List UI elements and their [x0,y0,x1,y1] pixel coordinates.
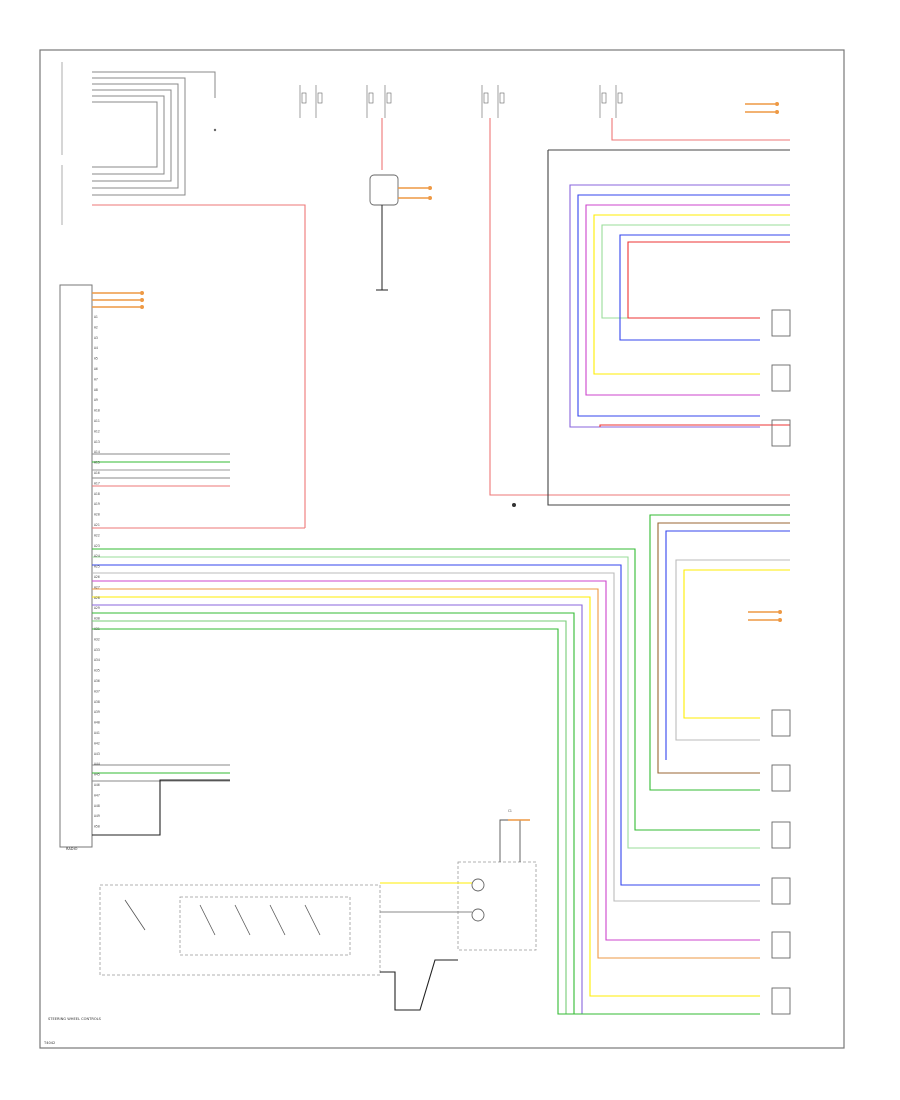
main-unit-pin: A18 [94,492,100,496]
diagram-frame [39,49,845,1049]
main-unit-pin: A35 [94,669,100,673]
main-unit-pin: A30 [94,617,100,621]
speaker-lf [771,309,791,337]
main-unit-pin: A3 [94,336,98,340]
main-unit-pin: A10 [94,409,100,413]
main-unit-pin: A33 [94,648,100,652]
power-sources [299,85,623,118]
main-unit-pin: A44 [94,762,100,766]
main-unit-wires [92,453,760,1015]
main-unit-pin: A23 [94,544,100,548]
fuse-1 [299,85,323,118]
main-unit-pin: A47 [94,793,100,797]
speaker-rr [771,764,791,792]
main-unit-pin: A31 [94,627,100,631]
speaker-rf [771,419,791,447]
right-lower-group [649,514,791,1015]
speaker-rs [771,987,791,1015]
fuse-3 [481,85,505,118]
main-unit-pin: A19 [94,502,100,506]
main-unit-pin: A42 [94,741,100,745]
center-bus [489,118,790,507]
main-unit-pin: A32 [94,637,100,641]
main-unit-pin: A5 [94,357,98,361]
main-unit-box [59,284,93,848]
speaker-ld [771,821,791,849]
main-unit-pin: A29 [94,606,100,610]
main-unit-pin: A37 [94,689,100,693]
main-unit-pin: A12 [94,429,100,433]
main-unit-pin: A27 [94,585,100,589]
main-unit-pin: A22 [94,533,100,537]
main-unit-pin: A4 [94,346,98,350]
main-unit-pin: A21 [94,523,100,527]
center-switch [369,118,432,291]
speaker-lr [771,709,791,737]
main-unit-pin: A28 [94,596,100,600]
main-unit-pin: A7 [94,377,98,381]
speaker-cf [771,364,791,392]
main-unit-pin: A41 [94,731,100,735]
main-unit-pin: A39 [94,710,100,714]
main-unit-pin: A2 [94,325,98,329]
speaker-ls [771,931,791,959]
speaker-rd [771,877,791,905]
main-unit-pin: A9 [94,398,98,402]
main-unit-pin: A36 [94,679,100,683]
fuse-4 [599,85,623,118]
main-unit-pin: A14 [94,450,100,454]
main-unit-pin: A40 [94,721,100,725]
steering-box [99,884,381,976]
main-unit-pin: A43 [94,752,100,756]
main-unit-pin: A34 [94,658,100,662]
right-upper-group [569,102,791,447]
main-unit-pin: A48 [94,804,100,808]
main-unit-pin: A15 [94,461,100,465]
clockspring: C1 [380,809,537,1011]
main-unit-pin: A1 [94,315,98,319]
main-unit-pin: A13 [94,440,100,444]
main-unit-pin: A8 [94,388,98,392]
main-unit-pin: A49 [94,814,100,818]
speaker-unit-name: STEERING WHEEL CONTROLS [48,1017,102,1021]
main-unit: RADIO [59,284,144,851]
main-unit-pin: A11 [94,419,100,423]
footer-code: T4042 [43,1041,55,1045]
main-unit-pin: A38 [94,700,100,704]
main-unit-pin: A16 [94,471,100,475]
main-unit-pin: A26 [94,575,100,579]
main-unit-pin: A50 [94,825,100,829]
main-unit-pin: A20 [94,513,100,517]
main-unit-pin: A24 [94,554,100,558]
main-unit-pin: A45 [94,773,100,777]
main-unit-pin: A17 [94,481,100,485]
main-unit-pin: A25 [94,565,100,569]
top-left-connector [61,62,306,528]
connector-label: C1 [508,809,512,813]
fuse-2 [366,85,392,118]
steering-controls: STEERING WHEEL CONTROLS [48,884,381,1021]
main-unit-name: RADIO [66,847,78,851]
main-unit-pin: A46 [94,783,100,787]
main-unit-pin: A6 [94,367,98,371]
